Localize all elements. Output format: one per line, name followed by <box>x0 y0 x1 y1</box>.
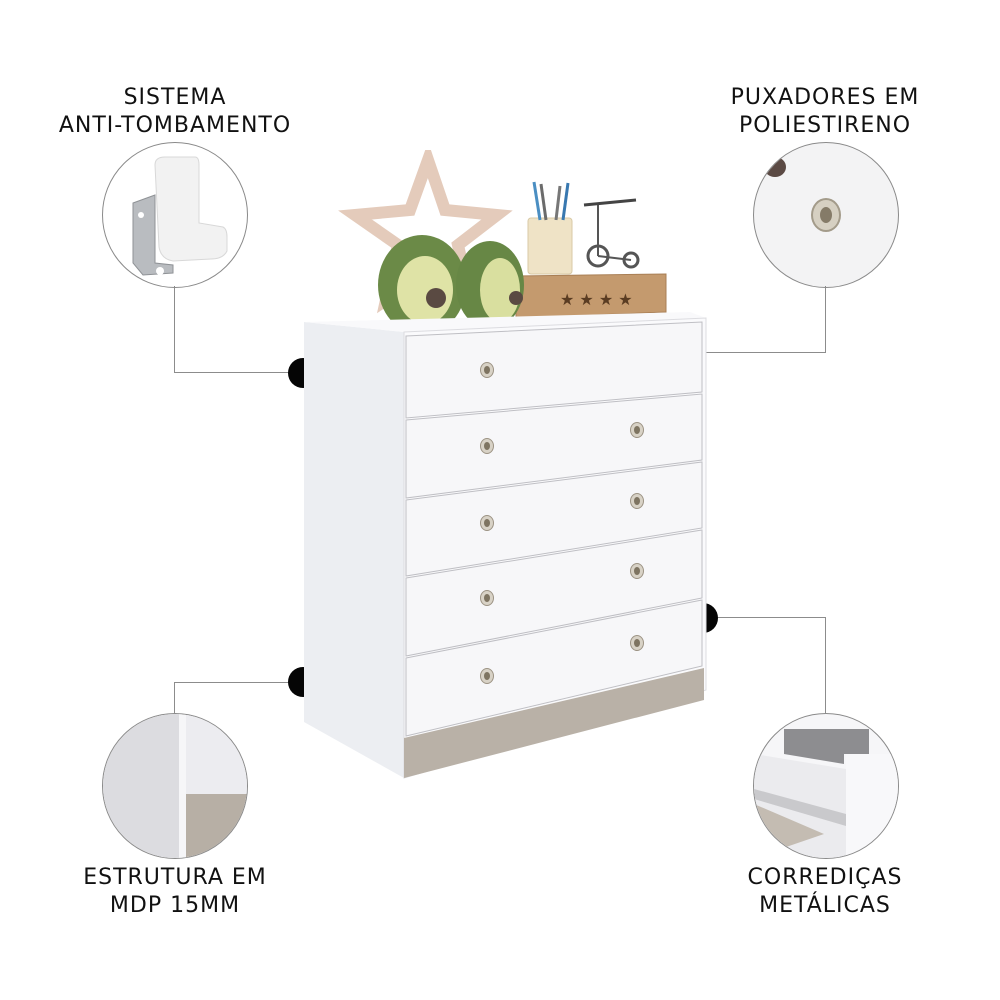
leader-line-handles <box>656 352 826 353</box>
feature-label-line: PUXADORES EM <box>730 85 920 110</box>
feature-label-line: ESTRUTURA EM <box>83 865 267 890</box>
feature-label-line: SISTEMA <box>123 85 227 110</box>
leader-line-structure <box>174 682 299 683</box>
drawer-handle[interactable] <box>630 563 644 579</box>
svg-text:★ ★ ★ ★: ★ ★ ★ ★ <box>560 290 633 309</box>
feature-label-handles: PUXADORES EM POLIESTIRENO <box>715 84 935 140</box>
handle-closeup-icon <box>811 198 841 232</box>
anti-tip-bracket-icon <box>132 156 228 276</box>
anti-tip-detail-circle <box>102 142 248 288</box>
leader-line-anti-tip <box>174 286 175 373</box>
leader-line-slides <box>716 617 826 618</box>
feature-label-line: ANTI-TOMBAMENTO <box>58 113 292 138</box>
drawer-handle[interactable] <box>480 668 494 684</box>
feature-label-structure: ESTRUTURA EM MDP 15MM <box>55 864 295 920</box>
feature-label-slides: CORREDIÇAS METÁLICAS <box>715 864 935 920</box>
drawer-handle[interactable] <box>630 635 644 651</box>
drawer-slide-icon <box>754 729 898 858</box>
slides-detail-circle <box>753 713 899 859</box>
feature-label-anti-tip: SISTEMA ANTI-TOMBAMENTO <box>55 84 295 140</box>
chest-of-drawers-illustration: ★ ★ ★ ★ <box>304 141 707 779</box>
drawer-handle[interactable] <box>480 590 494 606</box>
drawer-handle[interactable] <box>630 493 644 509</box>
drawer-handle[interactable] <box>480 362 494 378</box>
feature-label-line: POLIESTIRENO <box>738 113 912 138</box>
drawer-handle[interactable] <box>630 422 644 438</box>
drawer-handle[interactable] <box>480 515 494 531</box>
leader-line-slides <box>825 617 826 714</box>
leader-line-structure <box>174 682 175 714</box>
leader-line-handles <box>825 286 826 353</box>
leader-line-anti-tip <box>174 372 299 373</box>
handle-detail-circle <box>753 142 899 288</box>
product-image: ★ ★ ★ ★ <box>300 141 720 790</box>
structure-detail-circle <box>102 713 248 859</box>
drawer-handle[interactable] <box>480 438 494 454</box>
feature-label-line: MDP 15MM <box>109 893 241 918</box>
feature-label-line: CORREDIÇAS <box>747 865 903 890</box>
feature-label-line: METÁLICAS <box>759 893 891 918</box>
